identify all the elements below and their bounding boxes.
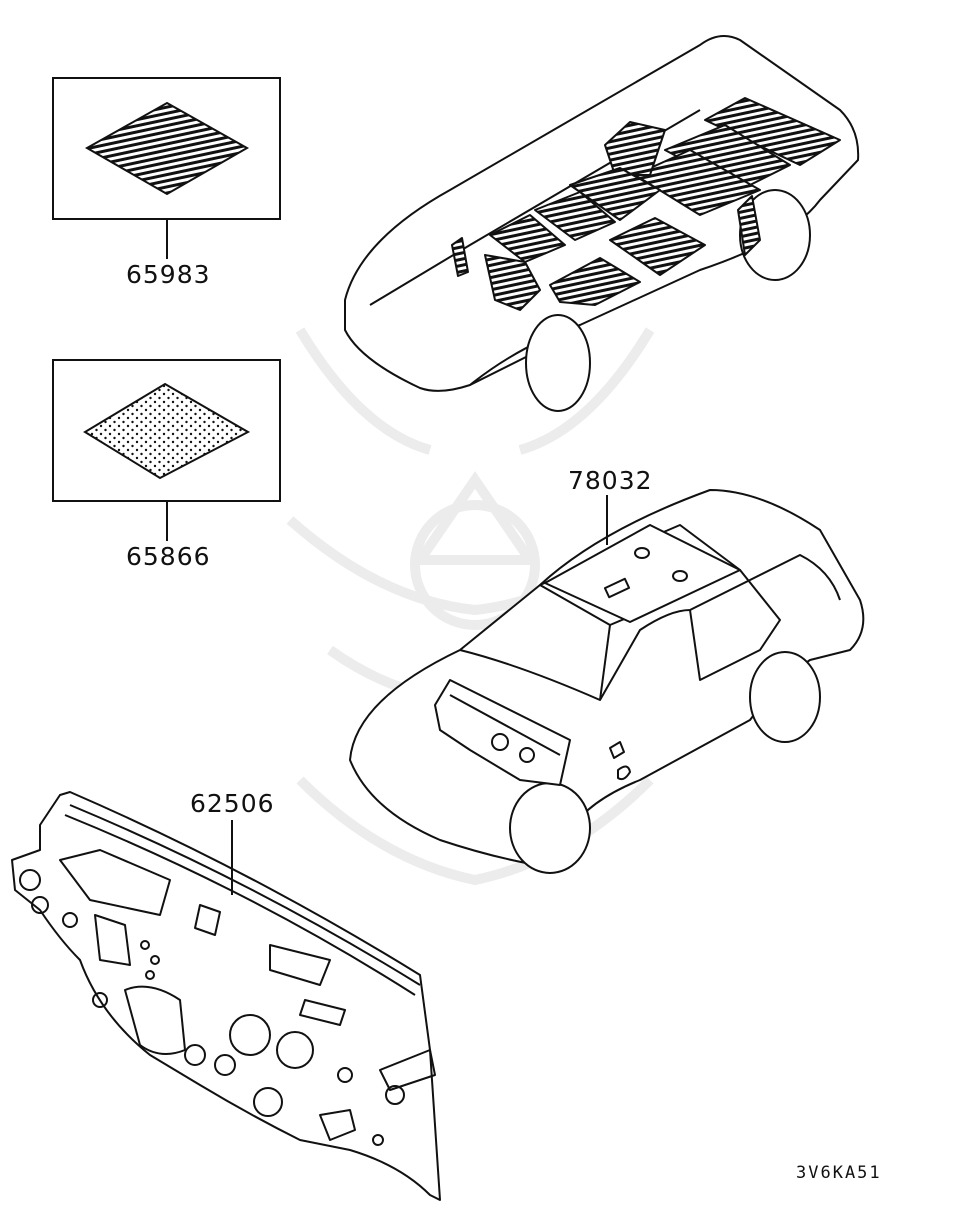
car-floor-view xyxy=(344,35,860,412)
part-label-62506: 62506 xyxy=(190,789,275,818)
mat-hatched-panel xyxy=(52,77,281,259)
part-label-65983: 65983 xyxy=(126,260,211,289)
figure-code: 3V6KA51 xyxy=(796,1163,882,1183)
mat-dotted-panel xyxy=(52,359,281,541)
car-roof-view xyxy=(349,489,865,874)
dash-panel-detail xyxy=(11,791,441,1201)
part-label-78032: 78032 xyxy=(568,466,653,495)
part-label-65866: 65866 xyxy=(126,542,211,571)
